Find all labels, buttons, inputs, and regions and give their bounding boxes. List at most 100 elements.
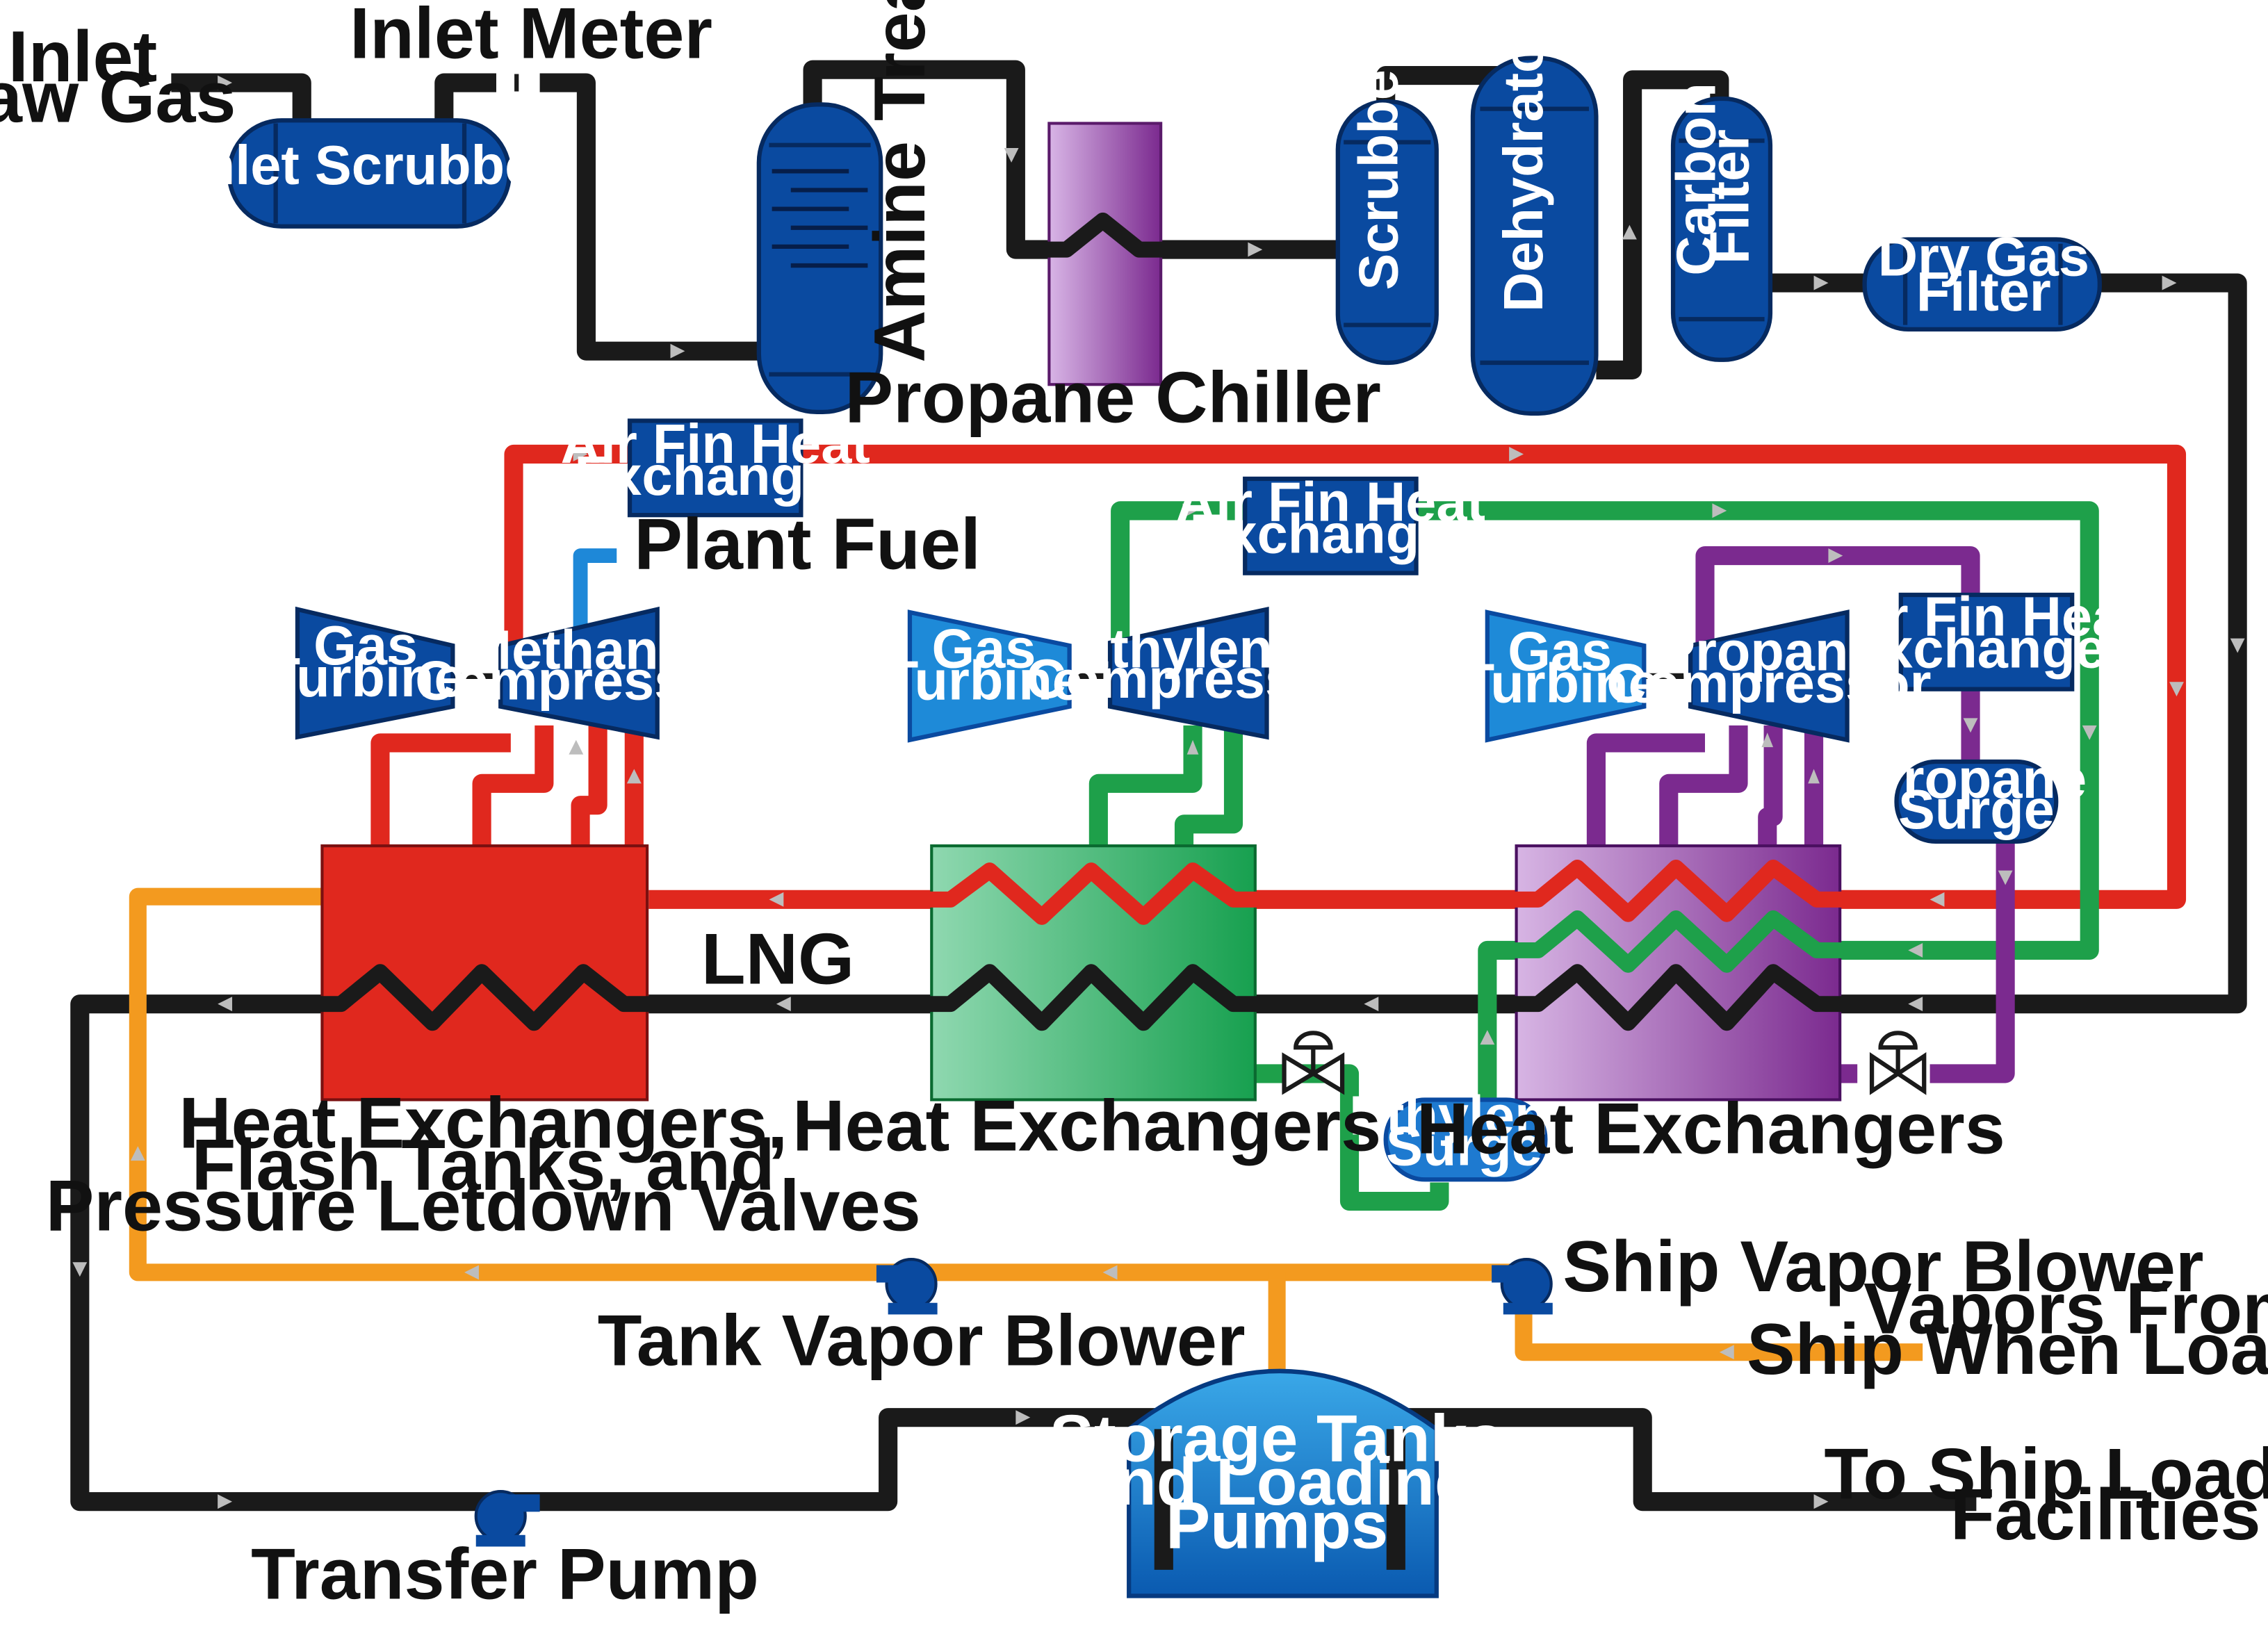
- hx-ethylene-label: Heat Exchangers: [792, 1086, 1381, 1167]
- flow-arrow: [1719, 1345, 1734, 1360]
- flow-arrow: [1182, 503, 1198, 518]
- svg-text:Propane: Propane: [1866, 748, 2087, 810]
- flow-arrow: [1908, 997, 1923, 1012]
- propane-refrigerant-loop: [1586, 546, 2015, 1083]
- flow-arrow: [464, 1265, 479, 1280]
- svg-text:Air Fin Heat: Air Fin Heat: [561, 413, 870, 475]
- propane-surge: Propane Surge: [1866, 748, 2087, 844]
- flow-arrow: [1813, 275, 1829, 290]
- transfer-pump: [474, 1490, 540, 1547]
- flow-arrow: [1622, 224, 1637, 240]
- flow-arrow: [2082, 725, 2097, 740]
- svg-text:Gas: Gas: [931, 617, 1036, 679]
- svg-text:Ethylene: Ethylene: [1073, 617, 1303, 679]
- flow-arrow: [2162, 275, 2177, 290]
- vapors-from-ship-label-2: Ship When Loading: [1747, 1309, 2268, 1390]
- gas-turbine-3: [1485, 609, 1647, 743]
- flow-arrow: [1186, 739, 1199, 755]
- flow-arrow: [72, 1262, 88, 1277]
- amine-treater-label: Amine Treater: [860, 0, 940, 363]
- svg-text:Air Fin Heat: Air Fin Heat: [1176, 470, 1485, 532]
- carbon-filter-label-1: Carbon: [1665, 83, 1727, 276]
- svg-text:Turbine: Turbine: [885, 649, 1083, 711]
- flow-arrow: [1761, 732, 1774, 748]
- flow-arrow: [2230, 638, 2245, 653]
- svg-text:Gas: Gas: [313, 614, 418, 676]
- flow-arrow: [218, 1494, 233, 1509]
- flow-arrow: [1813, 1494, 1829, 1509]
- svg-text:Methane: Methane: [466, 619, 690, 680]
- propane-heat-exchanger: [1501, 844, 1858, 1101]
- tank-vapor-blower: [876, 1258, 938, 1315]
- tank-vapor-blower-label: Tank Vapor Blower: [598, 1301, 1246, 1382]
- flow-arrow: [1712, 503, 1727, 518]
- propane-expansion-valve: [1869, 1031, 1927, 1095]
- air-fin-heat-exchanger-ethylene: Air Fin Heat Exchanger: [1176, 470, 1485, 575]
- hx-methane-label-3: Pressure Letdown Valves: [46, 1165, 921, 1246]
- ethylene-train: Gas Turbine Ethylene Compressor: [885, 606, 1351, 743]
- flow-arrow: [1828, 548, 1843, 564]
- air-fin-heat-exchanger-methane: Air Fin Heat Exchanger: [561, 413, 870, 518]
- flow-arrow: [1004, 147, 1019, 163]
- flow-arrow: [1808, 769, 1820, 784]
- gas-turbine-2: [907, 609, 1072, 743]
- inlet-raw-gas-label-2: Raw Gas: [0, 57, 236, 138]
- ship-vapor-blower: [1492, 1258, 1553, 1315]
- svg-text:Pumps: Pumps: [1166, 1489, 1388, 1563]
- air-fin-heat-exchanger-propane: Air Fin Heat Exchanger: [1831, 585, 2141, 691]
- dehydrator-label: Dehydrator: [1492, 18, 1554, 312]
- flow-arrow: [2169, 682, 2184, 697]
- svg-text:Turbine: Turbine: [267, 646, 465, 708]
- flow-arrow: [776, 997, 791, 1012]
- carbon-filter-label-2: Filter: [1699, 129, 1761, 264]
- flow-arrow: [1364, 997, 1379, 1012]
- dry-gas-filter-label-2: Filter: [1916, 261, 2051, 322]
- scrubber-label: Scrubber: [1347, 48, 1409, 290]
- hx-methane-label-1: Heat Exchangers,: [179, 1083, 788, 1163]
- flow-arrow: [1998, 870, 2013, 885]
- flow-arrow: [1248, 242, 1263, 257]
- to-ship-loading-label-2: Facilities: [1950, 1475, 2261, 1555]
- inlet-meter-label: Inlet Meter: [350, 0, 712, 74]
- flow-arrow: [626, 769, 642, 784]
- svg-text:Compressor: Compressor: [1026, 648, 1351, 710]
- amine-treater: [756, 102, 883, 415]
- methane-train: Gas Turbine Methane Compressor: [267, 606, 740, 740]
- flow-arrow: [1015, 1410, 1031, 1425]
- ship-vapor-blower-label: Ship Vapor Blower: [1563, 1227, 2203, 1307]
- hx-methane-label-2: Flash Tanks, and: [192, 1125, 775, 1206]
- flow-arrow: [670, 343, 685, 359]
- flow-arrow: [218, 75, 233, 90]
- svg-text:Propane: Propane: [1658, 621, 1879, 682]
- methane-refrigerant-loop: [370, 444, 2187, 909]
- dry-gas-filter-label-1: Dry Gas: [1878, 226, 2089, 288]
- vapors-from-ship-label-1: Vapors From: [1863, 1269, 2268, 1350]
- svg-text:Air Fin Heat: Air Fin Heat: [1831, 585, 2141, 647]
- flow-arrow: [1908, 942, 1923, 958]
- svg-text:Surge: Surge: [1898, 778, 2055, 840]
- transfer-pump-label: Transfer Pump: [251, 1534, 759, 1615]
- gas-turbine-1: [295, 606, 455, 740]
- flow-arrow: [1963, 718, 1978, 733]
- svg-text:and Loading: and Loading: [1079, 1445, 1476, 1519]
- flow-arrow: [130, 1146, 145, 1161]
- methane-heat-exchanger: [304, 844, 668, 1101]
- svg-text:Surge: Surge: [1386, 1115, 1542, 1177]
- flow-arrow: [573, 447, 588, 461]
- propane-compressor: [1688, 609, 1850, 743]
- svg-text:Compressor: Compressor: [1606, 652, 1931, 714]
- hx-propane-label: Heat Exchangers: [1417, 1089, 2005, 1170]
- to-ship-loading-label-1: To Ship Loading: [1824, 1434, 2268, 1515]
- svg-text:Exchanger: Exchanger: [1190, 502, 1472, 564]
- flow-arrow: [1930, 892, 1945, 907]
- scrubber: Scrubber: [1335, 48, 1439, 366]
- carbon-filter: Carbon Filter: [1665, 83, 1773, 362]
- svg-text:Exchanger: Exchanger: [1845, 617, 2128, 679]
- dehydrator: Dehydrator: [1470, 18, 1599, 416]
- flow-arrow: [569, 739, 584, 755]
- svg-text:Exchanger: Exchanger: [574, 445, 856, 507]
- ethylene-compressor: [1107, 606, 1269, 740]
- inlet-scrubber-label: Inlet Scrubber: [186, 134, 557, 196]
- svg-text:Ethylene: Ethylene: [1349, 1085, 1579, 1147]
